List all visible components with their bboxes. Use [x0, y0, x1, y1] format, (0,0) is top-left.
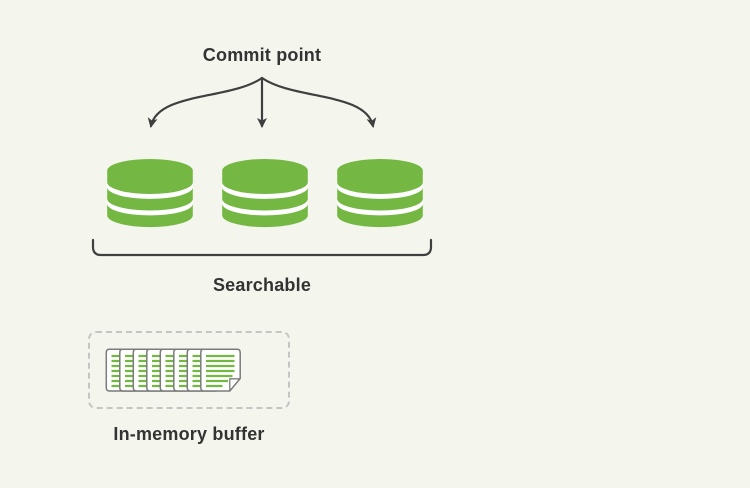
arrow-left-icon: [147, 76, 264, 128]
commit-point-label: Commit point: [202, 45, 322, 65]
segment-database-icon: [337, 158, 423, 228]
in-memory-buffer-box: [88, 331, 290, 409]
in-memory-buffer-label: In-memory buffer: [113, 424, 265, 444]
commit-point-arrows-icon: [147, 76, 377, 128]
segment-database-icon: [107, 158, 193, 228]
searchable-label: Searchable: [212, 275, 312, 295]
segments-row: [103, 158, 427, 230]
buffer-documents-icon: [105, 348, 242, 393]
searchable-bracket-icon: [91, 238, 433, 257]
segment-database-icon: [222, 158, 308, 228]
arrow-right-icon: [260, 76, 377, 128]
bottom-strip: [0, 488, 750, 495]
